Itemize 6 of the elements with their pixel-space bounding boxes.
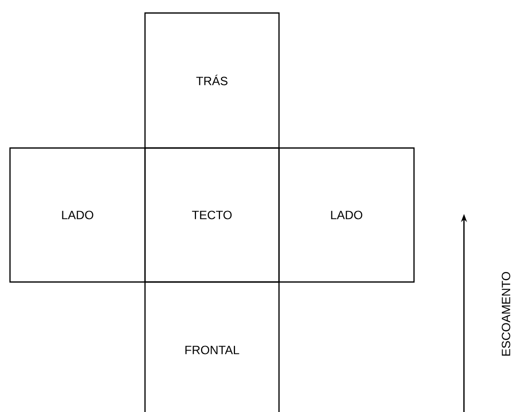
face-box: FRONTAL (144, 281, 280, 412)
flow-label: ESCOAMENTO (502, 272, 510, 356)
face-box: LADO (278, 147, 415, 283)
face-box: LADO (9, 147, 146, 283)
face-box: TRÁS (144, 12, 280, 149)
face-box: TECTO (144, 147, 280, 283)
